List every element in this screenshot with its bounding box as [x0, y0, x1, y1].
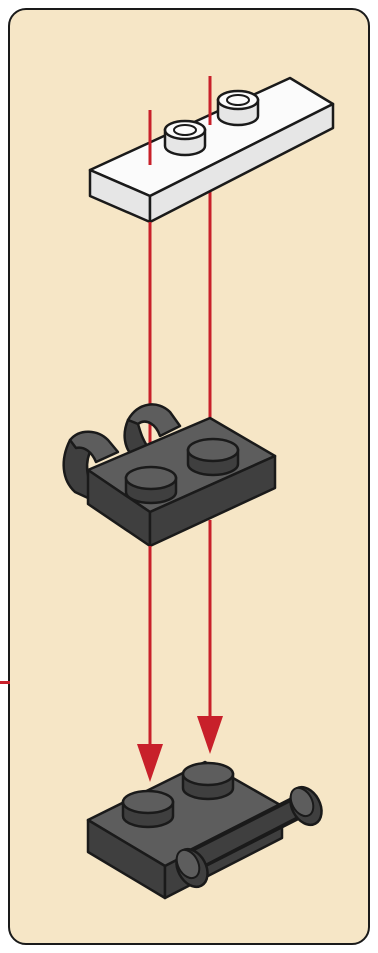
dark-clip-stud-back — [188, 439, 238, 475]
dark-plate-with-bar — [88, 762, 328, 898]
white-stud-2 — [218, 91, 258, 125]
dark-bar-stud-back — [183, 763, 233, 799]
white-stud-1 — [165, 121, 205, 155]
arrow-down-icon — [197, 716, 223, 754]
dark-plate-with-clip — [64, 404, 275, 546]
guide-lines-lower — [150, 520, 210, 750]
arrow-down-icon — [137, 744, 163, 782]
dark-bar-stud-front — [123, 791, 173, 827]
dark-clip-stud-front — [126, 467, 176, 503]
